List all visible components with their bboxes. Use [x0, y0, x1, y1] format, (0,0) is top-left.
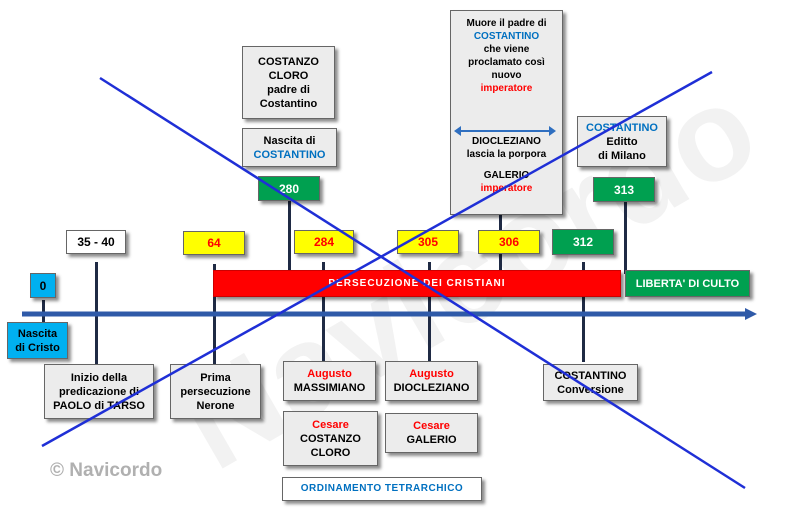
- box-line: Nerone: [196, 399, 235, 412]
- galerius-box: Cesare GALERIO: [385, 413, 478, 453]
- box-line: CLORO: [268, 69, 309, 82]
- box-line: imperatore: [480, 83, 533, 94]
- double-arrow-icon: [454, 126, 556, 136]
- maximian-box: Augusto MASSIMIANO: [283, 361, 376, 401]
- box-line: Muore il padre di: [466, 18, 547, 29]
- box-line: DIOCLEZIANO: [393, 382, 470, 394]
- father-dies-box: Muore il padre di COSTANTINO che viene p…: [450, 10, 563, 215]
- connector-line: [288, 200, 291, 270]
- box-line: Nascita di: [263, 134, 316, 147]
- liberty-bar: LIBERTA' DI CULTO: [625, 270, 750, 297]
- constantius-box: Cesare COSTANZO CLORO: [283, 411, 378, 466]
- year-35-40: 35 - 40: [66, 230, 126, 254]
- box-line: Augusto: [409, 368, 454, 380]
- box-line: GALERIO: [483, 170, 530, 181]
- box-line: GALERIO: [406, 434, 457, 446]
- box-line: COSTANZO: [300, 432, 361, 445]
- box-line: Augusto: [307, 368, 352, 380]
- box-line: CLORO: [310, 446, 351, 459]
- box-line: proclamato così: [468, 57, 545, 68]
- box-line: ORDINAMENTO TETRARCHICO: [300, 483, 464, 494]
- year-label: 284: [313, 235, 335, 249]
- box-line: Editto: [606, 135, 638, 148]
- box-line: MASSIMIANO: [293, 382, 366, 394]
- box-line: Cesare: [413, 420, 450, 432]
- box-line: di Milano: [598, 149, 646, 162]
- year-313: 313: [593, 177, 655, 202]
- box-line: padre di: [267, 83, 310, 96]
- edict-box: COSTANTINO Editto di Milano: [577, 116, 667, 167]
- box-line: COSTANTINO: [473, 31, 540, 42]
- persecution-label: PERSECUZIONE DEI CRISTIANI: [328, 277, 506, 289]
- box-line: nuovo: [491, 70, 522, 81]
- year-label: 0: [39, 278, 47, 293]
- box-line: che viene: [483, 44, 530, 55]
- year-label: 305: [417, 235, 439, 249]
- copyright-text: © Navicordo: [50, 460, 163, 481]
- birth-constantine-box: Nascita di COSTANTINO: [242, 128, 337, 167]
- box-line: lascia la porpora: [466, 149, 547, 160]
- year-306: 306: [478, 230, 540, 254]
- year-label: 280: [278, 181, 300, 196]
- year-label: 35 - 40: [77, 235, 115, 249]
- box-line: Nascita: [17, 327, 58, 340]
- box-line: Costantino: [259, 97, 318, 110]
- nero-box: Prima persecuzione Nerone: [170, 364, 261, 419]
- persecution-bar: PERSECUZIONE DEI CRISTIANI: [213, 270, 621, 297]
- box-line: Prima: [200, 371, 231, 384]
- box-line: persecuzione: [180, 385, 251, 398]
- box-line: Cesare: [312, 418, 349, 431]
- box-line: COSTANZO: [258, 55, 319, 68]
- liberty-label: LIBERTA' DI CULTO: [635, 277, 740, 290]
- costanzo-father-box: COSTANZO CLORO padre di Costantino: [242, 46, 335, 119]
- box-line: predicazione di: [58, 385, 140, 398]
- box-line: COSTANTINO: [586, 121, 658, 134]
- connector-line: [624, 202, 627, 274]
- box-line: di Cristo: [15, 341, 60, 354]
- year-label: 312: [572, 235, 594, 249]
- year-label: 306: [498, 235, 520, 249]
- year-0: 0: [30, 273, 56, 298]
- connector-line: [42, 300, 45, 322]
- diocletian-box: Augusto DIOCLEZIANO: [385, 361, 478, 401]
- year-312: 312: [552, 229, 614, 255]
- box-line: Inizio della: [70, 371, 128, 384]
- year-label: 64: [207, 236, 221, 250]
- box-line: DIOCLEZIANO: [472, 136, 541, 147]
- box-line: COSTANTINO: [253, 148, 326, 161]
- year-64: 64: [183, 231, 245, 255]
- tetrarchy-box: ORDINAMENTO TETRARCHICO: [282, 477, 482, 501]
- box-line: imperatore: [480, 183, 533, 194]
- birth-christ-box: Nascita di Cristo: [7, 322, 68, 359]
- year-label: 313: [613, 182, 635, 197]
